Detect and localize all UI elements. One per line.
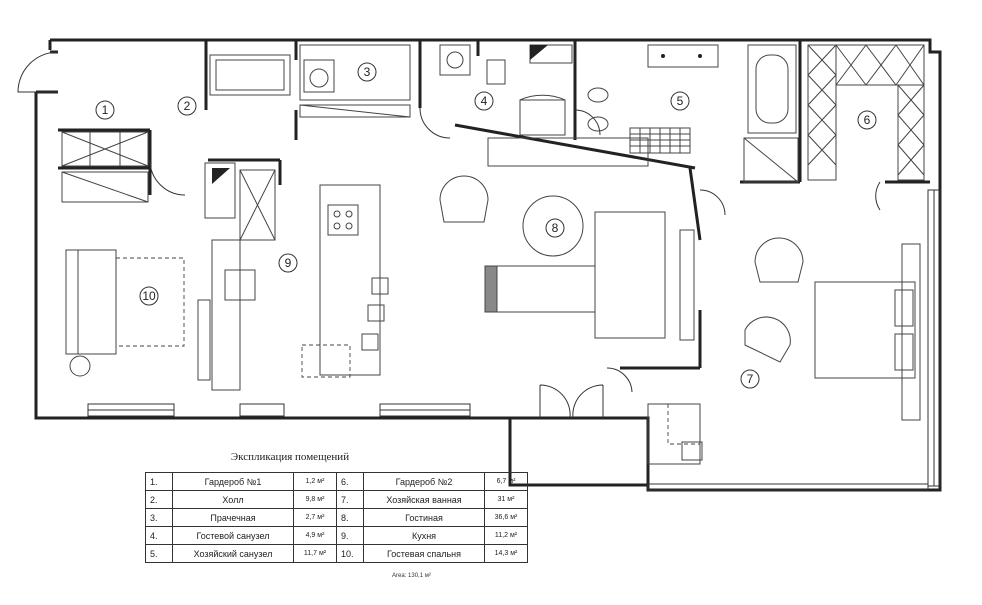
room-marker-circle — [357, 62, 377, 82]
legend-number: 10. — [336, 544, 364, 563]
legend-room-area: 11,7 м² — [293, 544, 337, 563]
legend-room-area: 6,7 м² — [484, 472, 528, 491]
legend-room-area: 36,6 м² — [484, 508, 528, 527]
legend-room-name: Кухня — [363, 526, 485, 545]
legend-title: Экспликация помещений — [230, 451, 350, 463]
guest-bathroom-fixtures — [439, 44, 573, 136]
wardrobe-1 — [61, 131, 149, 203]
legend-room-name: Гостевая спальня — [363, 544, 485, 563]
room-number-4: 4 — [481, 94, 488, 108]
laundry-appliances — [299, 44, 411, 118]
legend-number: 1. — [145, 472, 173, 491]
legend-room-area: 31 м² — [484, 490, 528, 509]
guest-bedroom-furniture — [65, 249, 211, 381]
hall-bench — [209, 54, 291, 96]
legend-room-name: Гостевой санузел — [172, 526, 294, 545]
exterior-wall-left — [34, 40, 510, 420]
total-area-label: Area: — [392, 573, 407, 579]
room-number-1: 1 — [102, 103, 109, 117]
legend-number: 8. — [336, 508, 364, 527]
total-area-value: 130,1 м² — [408, 573, 431, 579]
total-area: Area: 130,1 м² — [392, 573, 431, 579]
legend-room-name: Холл — [172, 490, 294, 509]
room-number-6: 6 — [864, 113, 871, 127]
room-marker-circle — [139, 286, 159, 306]
legend-room-name: Гардероб №2 — [363, 472, 485, 491]
legend-number: 2. — [145, 490, 173, 509]
master-bedroom-furniture — [647, 237, 921, 465]
room-marker-circle — [177, 96, 197, 116]
room-marker-circle — [278, 253, 298, 273]
legend-room-name: Гардероб №1 — [172, 472, 294, 491]
windows — [87, 189, 941, 491]
legend-room-area: 1,2 м² — [293, 472, 337, 491]
kitchen-furniture — [204, 162, 389, 391]
legend-number: 3. — [145, 508, 173, 527]
legend-number: 5. — [145, 544, 173, 563]
legend-room-area: 4,9 м² — [293, 526, 337, 545]
legend-room-area: 9,8 м² — [293, 490, 337, 509]
room-marker-circle — [95, 100, 115, 120]
legend-number: 9. — [336, 526, 364, 545]
legend-room-area: 11,2 м² — [484, 526, 528, 545]
legend-number: 6. — [336, 472, 364, 491]
entry-wall — [36, 50, 58, 94]
master-bathroom-fixtures — [587, 44, 799, 183]
room-number-5: 5 — [677, 94, 684, 108]
legend-room-area: 14,3 м² — [484, 544, 528, 563]
legend-room-name: Хозяйская ванная — [363, 490, 485, 509]
legend-room-name: Хозяйский санузел — [172, 544, 294, 563]
room-number-2: 2 — [184, 99, 191, 113]
entry-door — [17, 51, 59, 93]
room-number-10: 10 — [142, 289, 156, 303]
legend-room-name: Гостиная — [363, 508, 485, 527]
room-marker-circle — [545, 218, 565, 238]
living-room-furniture — [439, 137, 695, 341]
room-marker-circle — [740, 369, 760, 389]
room-number-7: 7 — [747, 372, 754, 386]
interior-walls — [58, 40, 930, 370]
room-marker-circle — [474, 91, 494, 111]
legend-room-area: 2,7 м² — [293, 508, 337, 527]
doors — [149, 107, 881, 419]
room-markers: 1 2 3 4 5 6 7 8 9 10 — [95, 62, 877, 389]
legend-room-name: Прачечная — [172, 508, 294, 527]
room-marker-circle — [670, 91, 690, 111]
legend-number: 4. — [145, 526, 173, 545]
wardrobe-2 — [807, 44, 925, 181]
room-number-3: 3 — [364, 65, 371, 79]
room-number-8: 8 — [552, 221, 559, 235]
room-marker-circle — [857, 110, 877, 130]
legend-number: 7. — [336, 490, 364, 509]
room-number-9: 9 — [285, 256, 292, 270]
